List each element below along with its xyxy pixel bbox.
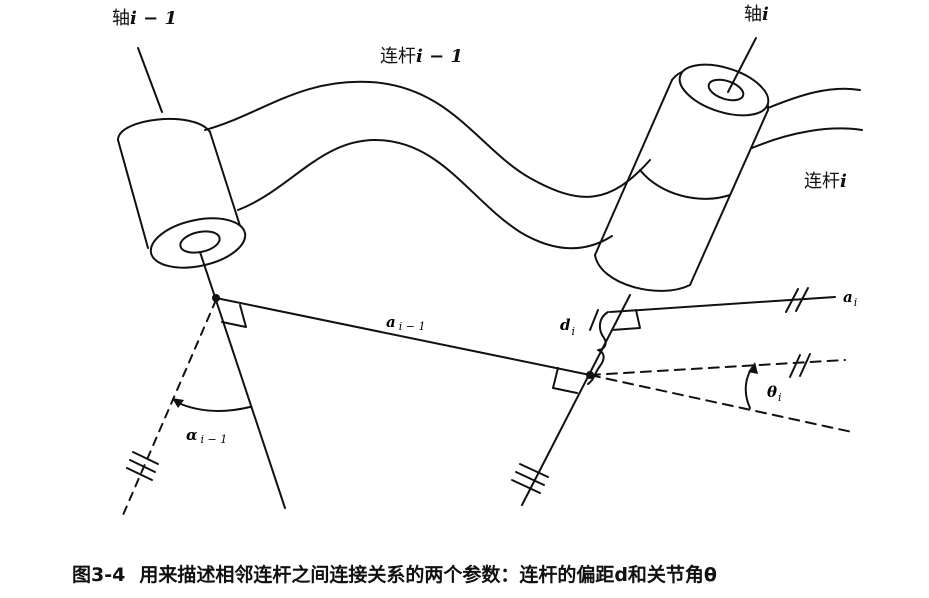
axis-cur-tick-1 <box>519 463 549 478</box>
right-angle-mark-prev <box>221 304 247 328</box>
a-cur-tick-2 <box>795 287 809 312</box>
link-cur-body <box>767 87 861 109</box>
axis-prev-tick-2 <box>129 459 156 473</box>
axis-cur-tick-2 <box>515 471 545 486</box>
link-cur-body-lower <box>751 127 863 149</box>
axis-cur-lower-line-2 <box>589 309 599 331</box>
axis-prev-upper-line <box>137 47 163 113</box>
label-link-prev: 连杆i − 1 <box>380 46 463 67</box>
axis-prev-dashed-line <box>122 299 217 516</box>
link-prev-body <box>204 80 651 198</box>
label-theta-cur: θi <box>767 383 782 404</box>
axis-cur-tick-3 <box>511 479 541 494</box>
right-angle-mark-d <box>611 309 641 331</box>
common-normal-a-cur <box>609 296 836 313</box>
a-prev-extension-dashed <box>589 374 853 433</box>
dashed-tick-2 <box>799 353 811 377</box>
label-d-cur: di <box>560 316 575 338</box>
alpha-arc <box>175 401 251 413</box>
right-angle-mark-cur <box>552 367 578 394</box>
joint-point-cur <box>586 371 594 379</box>
figure-caption: 图3-4 用来描述相邻连杆之间连接关系的两个参数：连杆的偏距d和关节角θ <box>72 560 912 587</box>
label-axis-prev: 轴i − 1 <box>112 8 177 29</box>
axis-cur-upper-line <box>727 37 757 93</box>
label-a-cur: ai <box>843 288 857 309</box>
label-link-cur: 连杆i <box>804 171 847 192</box>
axis-prev-lower-line <box>199 251 286 509</box>
common-normal-a-prev <box>215 297 591 376</box>
dashed-tick-1 <box>789 354 801 378</box>
label-axis-cur: 轴i <box>744 4 769 25</box>
link-prev-body-lower <box>237 139 613 250</box>
axis-prev-tick-3 <box>126 467 153 481</box>
a-cur-parallel-dashed <box>589 359 846 376</box>
alpha-arrow-head <box>172 398 184 408</box>
caption-text: 用来描述相邻连杆之间连接关系的两个参数：连杆的偏距d和关节角θ <box>139 564 717 586</box>
joint-prev-cylinder <box>117 117 247 269</box>
theta-arc <box>744 367 753 409</box>
joint-point-prev <box>212 294 220 302</box>
caption-number: 图3-4 <box>72 564 126 586</box>
a-cur-tick-1 <box>785 288 799 313</box>
d-brace <box>587 311 609 385</box>
theta-arrow-head <box>748 362 758 374</box>
axis-prev-tick-1 <box>132 451 159 465</box>
joint-cur-cylinder <box>594 63 770 292</box>
